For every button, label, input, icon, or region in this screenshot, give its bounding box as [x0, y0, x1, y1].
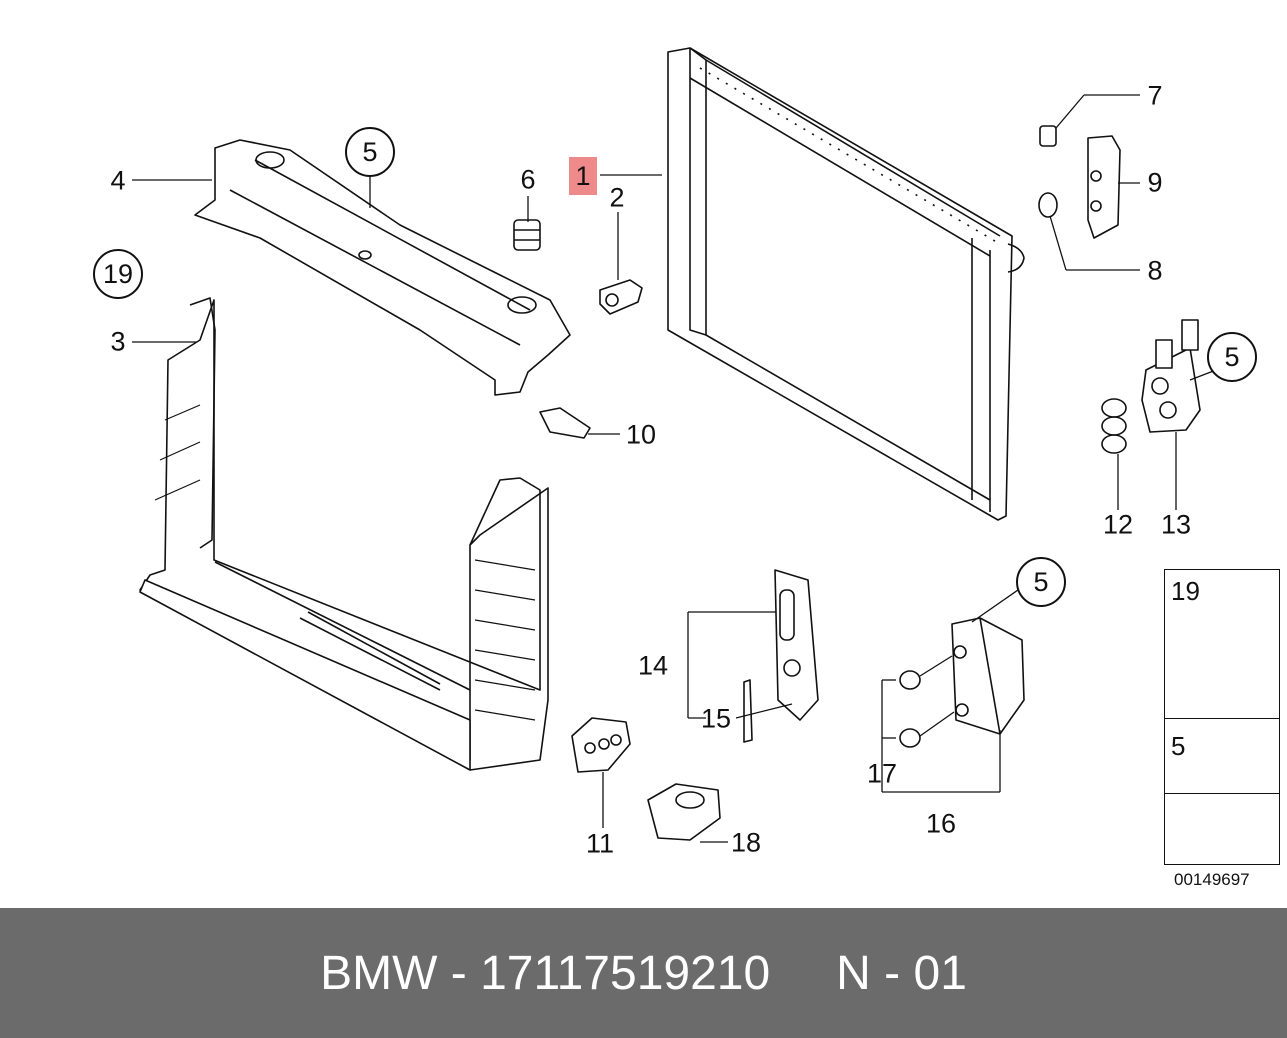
part-18-bracket — [647, 783, 721, 841]
footer-banner: BMW - 17117519210 N - 01 — [0, 908, 1287, 1038]
part-11-mount — [571, 717, 631, 773]
part-7-fitting — [1039, 125, 1057, 147]
part-17-seals — [899, 670, 921, 748]
callout-1: 1 — [569, 157, 597, 195]
upper-carrier-part — [194, 139, 571, 396]
callout-9: 9 — [1147, 167, 1163, 198]
callout-5-valve: 5 — [1207, 332, 1257, 382]
legend-cell-5: 5 — [1165, 719, 1279, 794]
callout-7: 7 — [1147, 80, 1163, 111]
footer-brand: BMW — [320, 946, 438, 1000]
radiator-part — [667, 47, 1025, 521]
callout-10: 10 — [625, 419, 657, 450]
front-frame-part — [139, 297, 549, 771]
callout-5-carrier: 5 — [345, 127, 395, 177]
part-2-sensor — [599, 279, 643, 315]
document-number: 00149697 — [1174, 870, 1250, 889]
callout-16: 16 — [925, 808, 957, 839]
callout-5-oil-cooler: 5 — [1016, 557, 1066, 607]
callout-3: 3 — [110, 326, 126, 357]
callout-2: 2 — [609, 182, 625, 213]
callout-17: 17 — [866, 758, 898, 789]
legend-cell-5-number: 5 — [1171, 731, 1186, 761]
footer-separator: - — [437, 946, 481, 1000]
footer-part-number: 17117519210 — [480, 946, 771, 1000]
part-10-bracket — [539, 407, 591, 439]
callout-13: 13 — [1160, 509, 1192, 540]
callout-4: 4 — [110, 165, 126, 196]
part-15-clip — [743, 679, 753, 743]
leader-lines — [132, 94, 1217, 843]
callout-15: 15 — [700, 703, 732, 734]
diagram-drawing — [132, 47, 1263, 859]
footer-note: N - 01 — [836, 946, 967, 1000]
callout-19: 19 — [93, 249, 143, 299]
part-6-clip — [513, 219, 541, 251]
part-8-ring — [1038, 192, 1058, 218]
legend-cell-19-number: 19 — [1171, 576, 1200, 606]
legend-box: 19 5 — [1164, 569, 1280, 865]
callout-6: 6 — [520, 164, 536, 195]
callout-11: 11 — [585, 828, 615, 859]
legend-cell-19: 19 — [1165, 570, 1279, 719]
callout-18: 18 — [730, 827, 762, 858]
callout-8: 8 — [1147, 255, 1163, 286]
callout-12: 12 — [1102, 509, 1134, 540]
part-14-oil-cooler-small — [774, 569, 819, 721]
part-9-holder — [1087, 135, 1121, 239]
parts-diagram: 1 2 3 4 5 6 7 8 9 10 11 12 13 14 15 16 1… — [93, 47, 1280, 889]
part-12-seals — [1101, 398, 1127, 454]
part-16-oil-cooler — [951, 617, 1025, 735]
callout-14: 14 — [637, 650, 669, 681]
part-13-valve — [1141, 319, 1201, 433]
